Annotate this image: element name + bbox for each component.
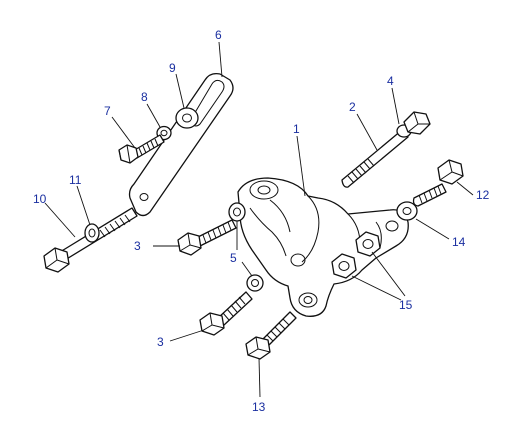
leader-11: [76, 185, 91, 226]
bolt-12: [412, 159, 464, 207]
adjusting-link-bracket: [128, 72, 234, 217]
washer-11: [84, 223, 100, 243]
callout-9: 9: [169, 61, 176, 75]
callout-7: 7: [104, 104, 111, 118]
nut-15-upper: [355, 231, 381, 257]
callout-11: 11: [69, 173, 82, 187]
callout-numbers: 1 2 3 3 4 5 6 7 8 9 10 11 12 13 14 15: [33, 28, 490, 414]
leader-4: [391, 87, 400, 125]
callout-6: 6: [215, 28, 222, 42]
bolt-3-upper: [177, 219, 237, 256]
leader-lines: [44, 41, 474, 398]
leader-7: [111, 116, 136, 149]
callout-15: 15: [399, 298, 413, 312]
leader-13: [258, 357, 261, 398]
callout-1: 1: [293, 122, 300, 136]
mounting-bracket-body: [237, 177, 409, 317]
leader-8: [146, 103, 161, 128]
long-bolt-2: [341, 111, 431, 188]
leader-9: [175, 73, 185, 109]
callout-3-lower: 3: [157, 335, 164, 349]
callout-8: 8: [141, 90, 148, 104]
callout-5: 5: [230, 251, 237, 265]
bolt-13: [245, 311, 297, 360]
callout-14: 14: [452, 235, 466, 249]
callout-2: 2: [349, 100, 356, 114]
leader-3-lower: [169, 329, 205, 342]
washer-14: [396, 201, 418, 221]
leader-5-lower: [241, 261, 253, 277]
washer-5-upper: [228, 202, 246, 222]
bolt-3-lower: [199, 291, 253, 336]
nut-15-lower: [331, 253, 357, 279]
leader-14: [415, 218, 450, 240]
callout-10: 10: [33, 192, 47, 206]
callout-13: 13: [252, 400, 266, 414]
leader-2: [356, 113, 378, 151]
washer-9: [175, 107, 199, 129]
leader-6: [218, 41, 223, 78]
callout-12: 12: [476, 188, 490, 202]
leader-1: [296, 135, 306, 197]
washer-5-lower: [246, 274, 264, 292]
bolt-7: [118, 134, 165, 164]
leader-15a: [371, 251, 406, 297]
leader-10: [44, 202, 76, 238]
callout-3-upper: 3: [134, 239, 141, 253]
callout-4: 4: [387, 74, 394, 88]
leader-15b: [351, 275, 402, 301]
leader-12: [456, 181, 474, 196]
